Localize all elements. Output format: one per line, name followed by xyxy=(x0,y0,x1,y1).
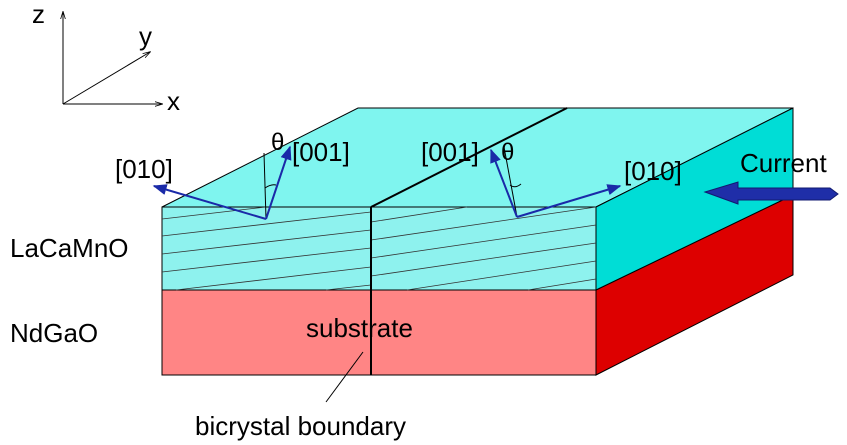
current-label: Current xyxy=(740,148,827,178)
left-grain-hatching xyxy=(161,206,372,291)
right-angle-arc xyxy=(509,183,522,188)
substrate-label: substrate xyxy=(306,313,413,343)
y-axis-label: y xyxy=(139,21,152,51)
right-001-label: [001] xyxy=(421,137,479,167)
film-layer-label: LaCaMnO xyxy=(10,233,129,263)
left-010-arrow xyxy=(152,184,267,220)
substrate-material-label: NdGaO xyxy=(10,318,98,348)
right-010-label: [010] xyxy=(624,156,682,186)
right-001-arrow xyxy=(490,148,518,218)
boundary-top-line xyxy=(370,107,568,208)
current-indicator: Current xyxy=(703,148,839,205)
left-grain-orientation: θ [001] [010] xyxy=(115,129,350,220)
right-grain-hatching xyxy=(370,206,597,291)
y-axis xyxy=(62,52,150,105)
right-vertical-reference xyxy=(503,146,518,218)
substrate-front-face xyxy=(161,289,597,376)
film-front-face xyxy=(161,206,597,291)
right-grain-orientation: [001] θ [010] xyxy=(421,137,682,218)
left-vertical-reference xyxy=(263,152,267,220)
current-arrow xyxy=(703,181,839,205)
z-axis-label: z xyxy=(32,0,45,29)
bicrystal-boundary-label: bicrystal boundary xyxy=(195,411,406,441)
left-001-label: [001] xyxy=(292,137,350,167)
boundary-leader-line xyxy=(325,351,364,403)
right-theta-label: θ xyxy=(501,139,514,166)
left-theta-label: θ xyxy=(271,129,284,156)
x-axis-label: x xyxy=(167,86,180,116)
grain-boundary xyxy=(325,107,568,403)
substrate-block xyxy=(161,194,794,376)
left-angle-arc xyxy=(264,184,277,189)
right-010-arrow xyxy=(516,184,622,218)
coordinate-axes: z x y xyxy=(32,0,180,116)
left-010-label: [010] xyxy=(115,154,173,184)
left-001-arrow xyxy=(265,145,292,220)
